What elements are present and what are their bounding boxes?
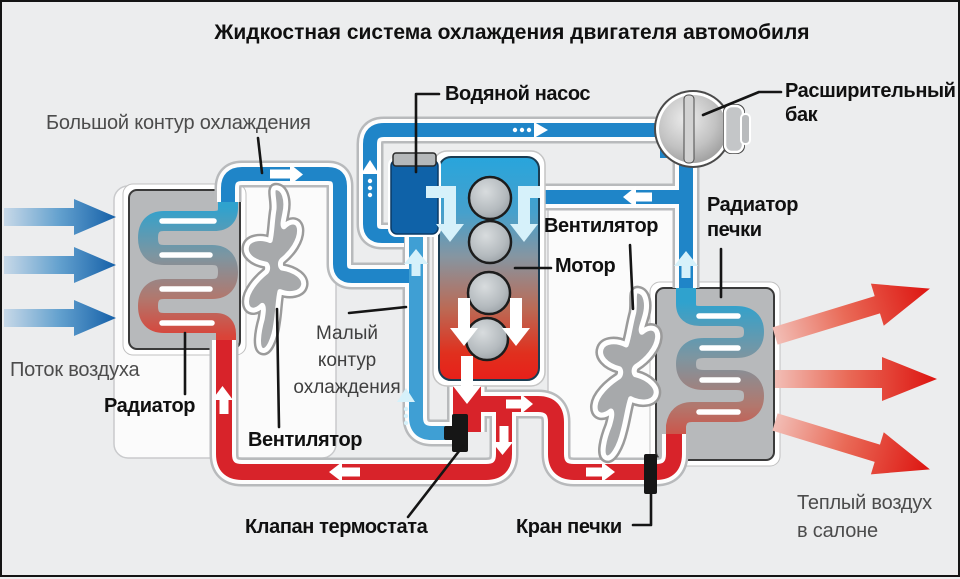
pipe-to-heater bbox=[465, 396, 682, 480]
air-arrow-icon bbox=[4, 247, 116, 283]
cold-air-arrows bbox=[4, 199, 116, 336]
pipe-radiator-return bbox=[221, 167, 414, 283]
label-radiator: Радиатор bbox=[104, 395, 196, 417]
page-title: Жидкостная система охлаждения двигателя … bbox=[214, 21, 810, 44]
valve-icon bbox=[452, 414, 468, 452]
warm-air-arrows bbox=[772, 283, 937, 475]
label-heater-tap: Кран печки bbox=[516, 516, 622, 538]
label-water-pump: Водяной насос bbox=[445, 83, 591, 105]
label-expansion-tank: Расширительный бак bbox=[785, 80, 956, 126]
thermostat-valve bbox=[444, 414, 468, 452]
air-arrow-icon bbox=[4, 300, 116, 336]
label-heater-radiator: Радиатор печки bbox=[707, 194, 799, 241]
label-fan-left: Вентилятор bbox=[248, 429, 363, 451]
label-small-circuit: Малый контур охлаждения bbox=[293, 323, 401, 398]
air-arrow-icon bbox=[775, 357, 937, 401]
water-pump bbox=[388, 152, 441, 237]
heater-tap-valve bbox=[644, 454, 657, 494]
pump-cap bbox=[392, 152, 437, 167]
label-motor: Мотор bbox=[555, 255, 616, 277]
expansion-tank bbox=[654, 90, 751, 168]
pointer-lines bbox=[183, 90, 783, 527]
label-air-flow: Поток воздуха bbox=[10, 359, 140, 381]
main-radiator-coil bbox=[137, 192, 239, 350]
label-big-circuit: Большой контур охлаждения bbox=[46, 112, 311, 134]
pipe-to-radiator bbox=[216, 340, 512, 480]
air-arrow-icon bbox=[772, 413, 930, 475]
air-arrow-icon bbox=[772, 283, 930, 345]
heater-radiator-coil bbox=[666, 284, 765, 446]
valve-icon bbox=[644, 454, 657, 494]
fan-blade-icon bbox=[243, 185, 307, 353]
label-warm-air: Теплый воздух в салоне bbox=[797, 492, 932, 542]
fan-right bbox=[590, 285, 663, 464]
label-fan-right: Вентилятор bbox=[544, 215, 659, 237]
pipe-small-circuit bbox=[409, 235, 452, 440]
fan-blade-icon bbox=[592, 288, 661, 461]
air-arrow-icon bbox=[4, 199, 116, 235]
label-thermostat-valve: Клапан термостата bbox=[245, 516, 428, 538]
flow-arrows bbox=[212, 122, 698, 482]
fan-left bbox=[241, 182, 309, 356]
engine-cylinders bbox=[464, 175, 513, 362]
